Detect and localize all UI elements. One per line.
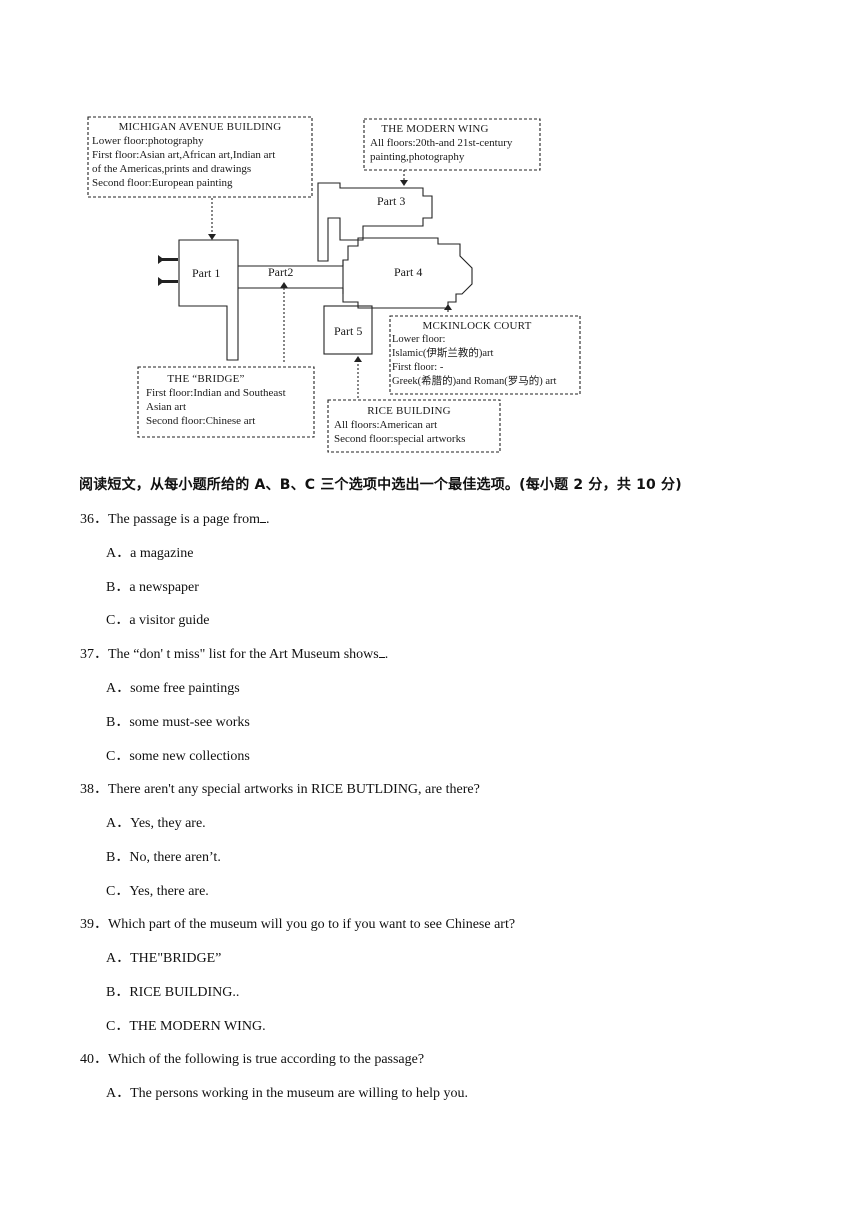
michigan-avenue-building-label: MICHIGAN AVENUE BUILDING Lower floor:pho…	[92, 120, 308, 190]
question-37: 37．The “don' t miss" list for the Art Mu…	[80, 643, 388, 663]
option-38-c[interactable]: C．Yes, there are.	[106, 884, 209, 899]
option-39-a[interactable]: A．THE"BRIDGE”	[106, 951, 222, 966]
michigan-line: Second floor:European painting	[92, 177, 233, 189]
part-1-shape	[178, 239, 239, 361]
section-instruction: 阅读短文，从每小题所给的 A、B、C 三个选项中选出一个最佳选项。(每小题 2 …	[79, 477, 682, 493]
part-3-label: Part 3	[377, 194, 406, 208]
option-38-a[interactable]: A．Yes, they are.	[106, 816, 206, 831]
mckinlock-line: Lower floor:	[392, 334, 446, 345]
mckinlock-line: First floor: -	[392, 362, 444, 373]
question-39: 39．Which part of the museum will you go …	[80, 913, 515, 933]
answer-blank	[378, 645, 385, 658]
question-stem: 40．Which of the following is true accord…	[80, 1052, 425, 1067]
option-38-b[interactable]: B．No, there aren’t.	[106, 850, 221, 865]
museum-map: MICHIGAN AVENUE BUILDING Lower floor:pho…	[78, 108, 590, 458]
michigan-line: of the Americas,prints and drawings	[92, 163, 252, 175]
bridge-line: Second floor:Chinese art	[146, 415, 256, 427]
rice-line: Second floor:special artworks	[334, 433, 466, 445]
part-5-label: Part 5	[334, 324, 363, 338]
bridge-title: THE “BRIDGE”	[167, 373, 245, 385]
rice-box	[327, 399, 501, 453]
bridge-line: First floor:Indian and Southeast	[146, 387, 286, 399]
option-40-a[interactable]: A．The persons working in the museum are …	[106, 1086, 468, 1101]
modern-line: painting,photography	[370, 151, 465, 163]
option-36-c[interactable]: C．a visitor guide	[106, 613, 210, 628]
mckinlock-line: Greek(希腊的)and Roman(罗马的) art	[392, 376, 557, 387]
michigan-line: Lower floor:photography	[92, 135, 204, 147]
question-stem: 38．There aren't any special artworks in …	[80, 782, 480, 797]
question-stem: 39．Which part of the museum will you go …	[80, 917, 516, 932]
question-stem: 37．The “don' t miss" list for the Art Mu…	[80, 647, 379, 662]
part-1-label: Part 1	[192, 266, 221, 280]
question-36: 36．The passage is a page from.	[80, 508, 270, 528]
michigan-title: MICHIGAN AVENUE BUILDING	[118, 121, 282, 133]
modern-wing-label: THE MODERN WING All floors:20th-and 21st…	[370, 122, 512, 164]
michigan-line: First floor:Asian art,African art,Indian…	[92, 149, 276, 161]
rice-building-label: RICE BUILDING All floors:American art Se…	[334, 404, 484, 446]
question-stem: 36．The passage is a page from	[80, 512, 260, 527]
question-tail: .	[266, 512, 270, 527]
option-36-b[interactable]: B．a newspaper	[106, 580, 199, 595]
question-38: 38．There aren't any special artworks in …	[80, 778, 480, 798]
option-36-a[interactable]: A．a magazine	[106, 546, 194, 561]
michigan-box	[87, 116, 313, 198]
mckinlock-box	[389, 315, 581, 395]
answer-blank	[260, 510, 266, 523]
bridge-label: THE “BRIDGE” First floor:Indian and Sout…	[146, 372, 286, 428]
modern-title: THE MODERN WING	[381, 123, 489, 135]
part-2-label: Part2	[268, 265, 294, 279]
option-37-b[interactable]: B．some must-see works	[106, 715, 250, 730]
modern-wing-box	[363, 118, 541, 171]
part-4-label: Part 4	[394, 265, 423, 279]
rice-line: All floors:American art	[334, 419, 438, 431]
part-4-shape	[342, 237, 473, 309]
question-tail: .	[384, 647, 389, 662]
museum-floor-plan	[87, 116, 581, 453]
rice-title: RICE BUILDING	[367, 405, 451, 417]
part-2-shape	[238, 260, 344, 294]
bridge-line: Asian art	[146, 401, 187, 413]
part-5-shape	[323, 305, 373, 355]
option-37-a[interactable]: A．some free paintings	[106, 681, 240, 696]
mckinlock-title: MCKINLOCK COURT	[422, 320, 532, 332]
option-37-c[interactable]: C．some new collections	[106, 749, 250, 764]
mckinlock-court-label: MCKINLOCK COURT Lower floor: Islamic(伊斯兰…	[392, 319, 562, 389]
bridge-box	[137, 366, 315, 438]
question-40: 40．Which of the following is true accord…	[80, 1048, 424, 1068]
option-39-b[interactable]: B．RICE BUILDING..	[106, 985, 240, 1000]
option-39-c[interactable]: C．THE MODERN WING.	[106, 1019, 266, 1034]
modern-line: All floors:20th-and 21st-century	[370, 137, 513, 149]
mckinlock-line: Islamic(伊斯兰教的)art	[392, 348, 494, 359]
part-3-shape	[317, 182, 433, 262]
